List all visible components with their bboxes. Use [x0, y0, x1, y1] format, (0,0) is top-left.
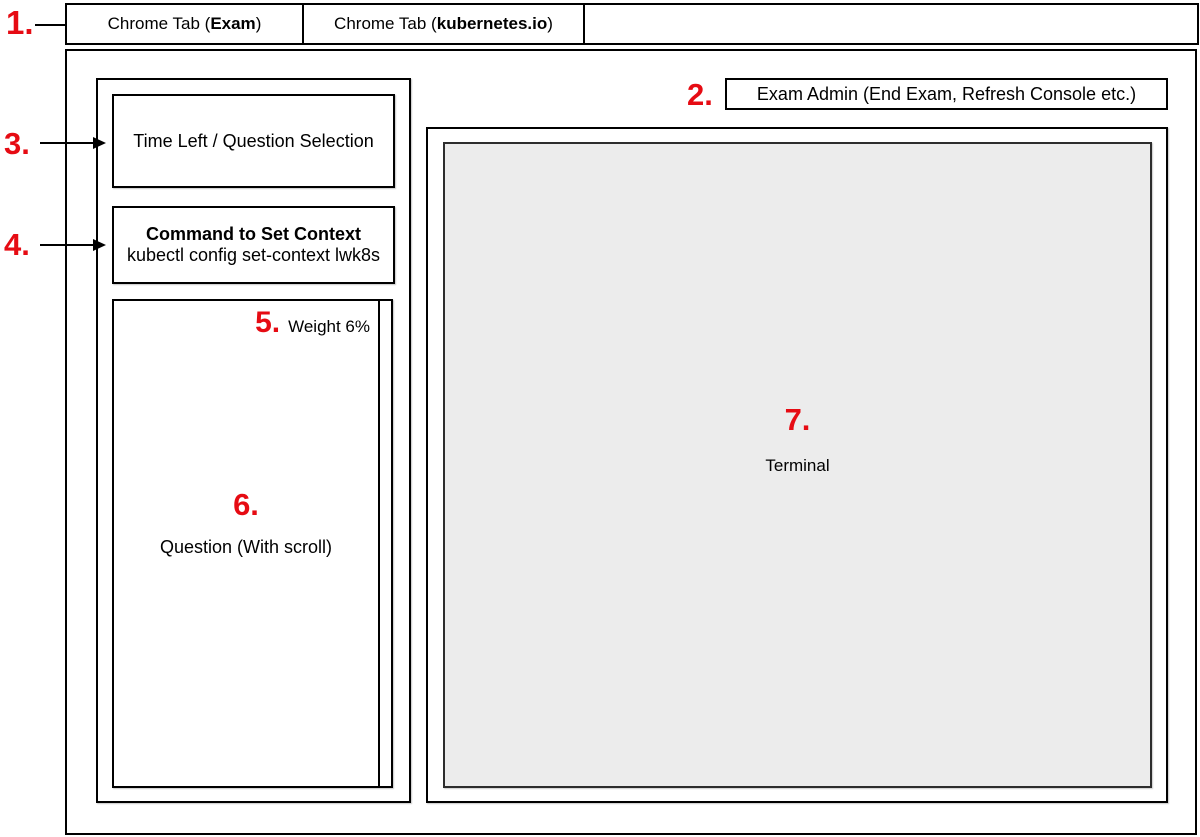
exam-admin-label: Exam Admin (End Exam, Refresh Console et… — [756, 83, 1137, 104]
annotation-number-7: 7. — [784, 402, 811, 437]
arrow-4-to-command-box — [40, 239, 106, 251]
exam-admin-bar: Exam Admin (End Exam, Refresh Console et… — [725, 78, 1168, 110]
question-center-label-group: 6. Question (With scroll) — [114, 487, 378, 558]
arrow-3-to-timer-box — [40, 137, 106, 149]
arrow-shaft — [40, 244, 93, 246]
set-context-command-box: Command to Set Context kubectl config se… — [112, 206, 395, 284]
tab-exam-prefix: Chrome Tab ( — [107, 14, 211, 33]
chrome-tab-kubernetes-io: Chrome Tab (kubernetes.io) — [304, 5, 585, 43]
question-panel: 5. Weight 6% 6. Question (With scroll) — [112, 299, 393, 788]
tab-exam-suffix: ) — [255, 14, 262, 33]
time-left-question-selection-box: Time Left / Question Selection — [112, 94, 395, 188]
arrow-shaft — [35, 24, 66, 26]
timer-box-label: Time Left / Question Selection — [133, 130, 374, 151]
annotation-number-6: 6. — [233, 487, 259, 522]
arrow-head-icon — [93, 137, 106, 149]
question-weight-label: Weight 6% — [288, 317, 370, 336]
terminal-center-label-group: 7. Terminal — [445, 402, 1150, 476]
tab-bar-empty-area — [585, 5, 1197, 43]
annotation-number-1: 1. — [6, 4, 34, 41]
terminal-area: 7. Terminal — [443, 142, 1152, 788]
command-box-title: Command to Set Context — [145, 224, 361, 244]
tab-k8s-suffix: ) — [547, 14, 553, 33]
tab-exam-bold: Exam — [210, 14, 256, 33]
question-scrollbar — [378, 301, 391, 786]
terminal-label: Terminal — [765, 456, 830, 475]
tab-k8s-bold: kubernetes.io — [436, 14, 548, 33]
annotation-number-5: 5. — [255, 306, 281, 339]
chrome-tab-exam: Chrome Tab (Exam) — [67, 5, 304, 43]
question-weight-row: 5. Weight 6% — [255, 306, 370, 340]
arrow-head-icon — [93, 239, 106, 251]
chrome-tab-bar: Chrome Tab (Exam) Chrome Tab (kubernetes… — [65, 3, 1199, 45]
command-box-command: kubectl config set-context lwk8s — [126, 245, 381, 265]
annotation-number-2: 2. — [687, 77, 713, 112]
tab-k8s-prefix: Chrome Tab ( — [334, 14, 437, 33]
annotation-number-3: 3. — [4, 126, 30, 161]
arrow-shaft — [40, 142, 93, 144]
question-label: Question (With scroll) — [159, 537, 333, 557]
annotation-number-4: 4. — [4, 227, 30, 262]
